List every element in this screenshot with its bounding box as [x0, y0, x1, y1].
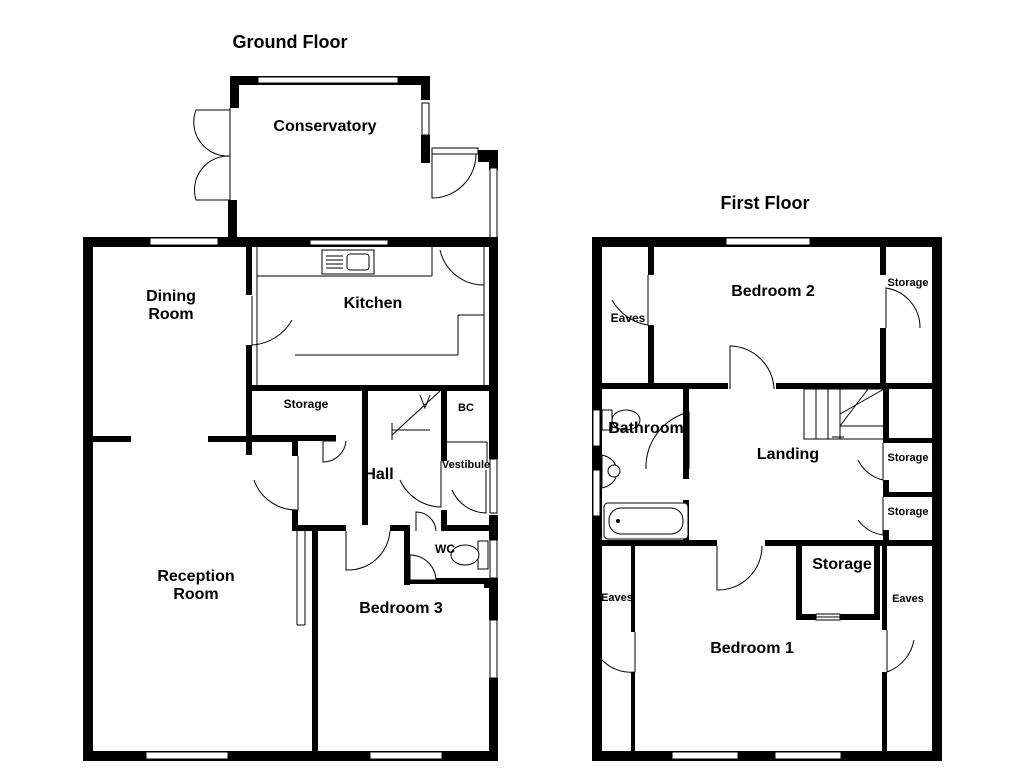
kitchen-window: [309, 239, 389, 246]
bc-door: [447, 441, 488, 462]
room-label-kitchen: Kitchen: [344, 295, 403, 312]
wc-fixtures: [409, 540, 489, 581]
reception-window: [145, 751, 229, 760]
storage-top-right-door: [885, 287, 921, 329]
room-label-storage-top-right: Storage: [888, 277, 929, 289]
ground-stairs: [391, 390, 441, 440]
vestibule-door: [399, 461, 442, 508]
room-label-hall: Hall: [364, 466, 393, 483]
room-label-bedroom3: Bedroom 3: [359, 600, 443, 617]
bathroom-fixtures: [601, 409, 689, 540]
bathroom-door: [645, 411, 690, 470]
bedroom3-door: [345, 530, 391, 571]
ground-outer-walls: [83, 237, 498, 761]
ground-internal-walls: [93, 247, 498, 761]
room-label-reception-1: Reception: [157, 568, 234, 585]
wc-basin-icon: [409, 554, 437, 581]
first-stairs: [803, 388, 885, 440]
storage-right1-door: [857, 443, 884, 481]
room-label-eaves-right: Eaves: [892, 593, 924, 605]
dining-kitchen-door: [251, 296, 293, 346]
storage-right2-door: [857, 497, 884, 536]
ground-floor-title: Ground Floor: [233, 32, 348, 52]
reception-door: [253, 456, 299, 511]
room-label-storage: Storage: [284, 397, 329, 411]
room-label-conservatory: Conservatory: [273, 118, 376, 135]
room-label-eaves-top: Eaves: [611, 311, 646, 325]
bathroom-window-1: [592, 409, 601, 447]
room-label-wc: WC: [435, 542, 455, 556]
conservatory-window-right: [489, 167, 498, 239]
room-label-eaves-left: Eaves: [601, 592, 633, 604]
first-floor-plan: [592, 237, 942, 761]
ground-floor-plan: [83, 76, 498, 761]
first-internal-walls: [602, 247, 933, 752]
room-label-reception-2: Room: [173, 586, 218, 603]
wc-door: [415, 511, 437, 532]
front-door: [451, 470, 487, 514]
room-label-storage-right-1: Storage: [888, 452, 929, 464]
bedroom2-door: [729, 345, 775, 390]
bedroom3-window-side: [489, 619, 498, 679]
room-label-storage-right-2: Storage: [888, 506, 929, 518]
room-label-bc: BC: [458, 402, 474, 414]
wc-window: [489, 539, 498, 579]
dining-window: [149, 237, 219, 246]
room-label-bathroom: Bathroom: [608, 420, 684, 437]
bedroom3-window-bottom: [369, 751, 443, 760]
bedroom2-window: [725, 237, 811, 246]
bedroom1-window-2: [774, 751, 842, 760]
room-label-vestibule: Vestibule: [442, 459, 490, 471]
first-floor-title: First Floor: [721, 193, 810, 213]
kitchen-fittings: [256, 247, 485, 385]
room-label-storage-mid: Storage: [812, 556, 872, 573]
conservatory-window-top: [257, 76, 399, 84]
conservatory-french-doors: [193, 108, 231, 201]
vestibule-window: [489, 458, 498, 514]
eaves-left-door: [601, 632, 636, 673]
kitchen-rear-door: [439, 240, 485, 286]
bathroom-window-2: [592, 469, 601, 517]
bedroom1-door: [716, 545, 763, 591]
storage-door: [322, 440, 347, 463]
conservatory-walls: [228, 76, 498, 250]
bedroom1-window-1: [671, 751, 739, 760]
room-label-bedroom2: Bedroom 2: [731, 283, 815, 300]
eaves-right-door: [886, 630, 915, 673]
room-label-dining-1: Dining: [146, 288, 196, 305]
room-label-landing: Landing: [757, 446, 819, 463]
conservatory-window-side: [421, 102, 430, 136]
room-label-dining-2: Room: [148, 306, 193, 323]
eaves-top-door: [611, 275, 649, 326]
room-label-bedroom1: Bedroom 1: [710, 640, 794, 657]
conservatory-door: [431, 147, 479, 199]
